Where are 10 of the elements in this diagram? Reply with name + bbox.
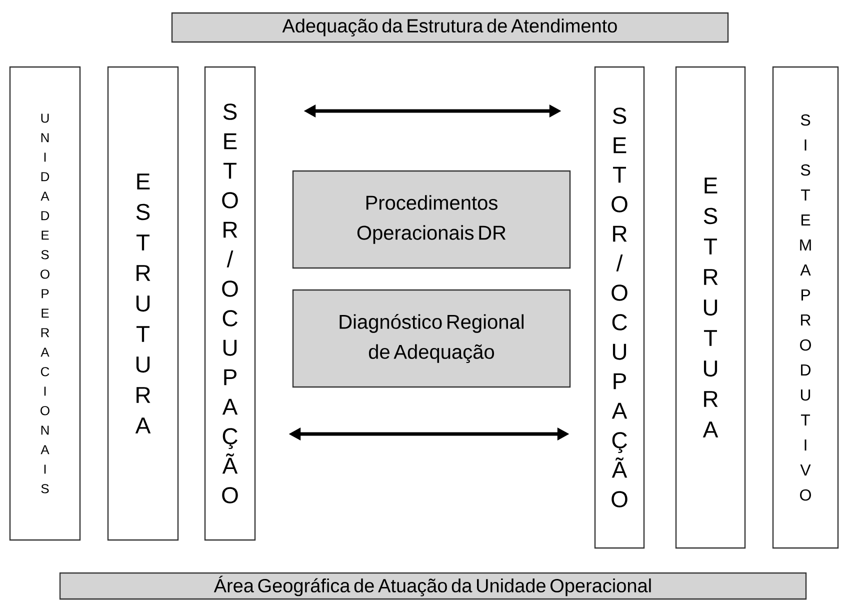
process-box: Procedimentos Operacionais DR: [292, 170, 571, 269]
column-box: ESTRUTURA: [107, 66, 179, 541]
title-bar: Área Geográfica de Atuação da Unidade Operacional: [59, 572, 807, 600]
column-box: ESTRUTURA: [675, 66, 746, 549]
column-box: UNIDADES OPERACIONAIS: [9, 66, 81, 541]
column-box: SISTEMA PRODUTIVO: [772, 66, 839, 549]
column-box: SETOR/OCUPAÇÃO: [594, 66, 645, 549]
title-bar: Adequação da Estrutura de Atendimento: [171, 12, 729, 43]
process-box: Diagnóstico Regional de Adequação: [292, 289, 571, 388]
column-box: SETOR/OCUPAÇÃO: [204, 66, 256, 541]
